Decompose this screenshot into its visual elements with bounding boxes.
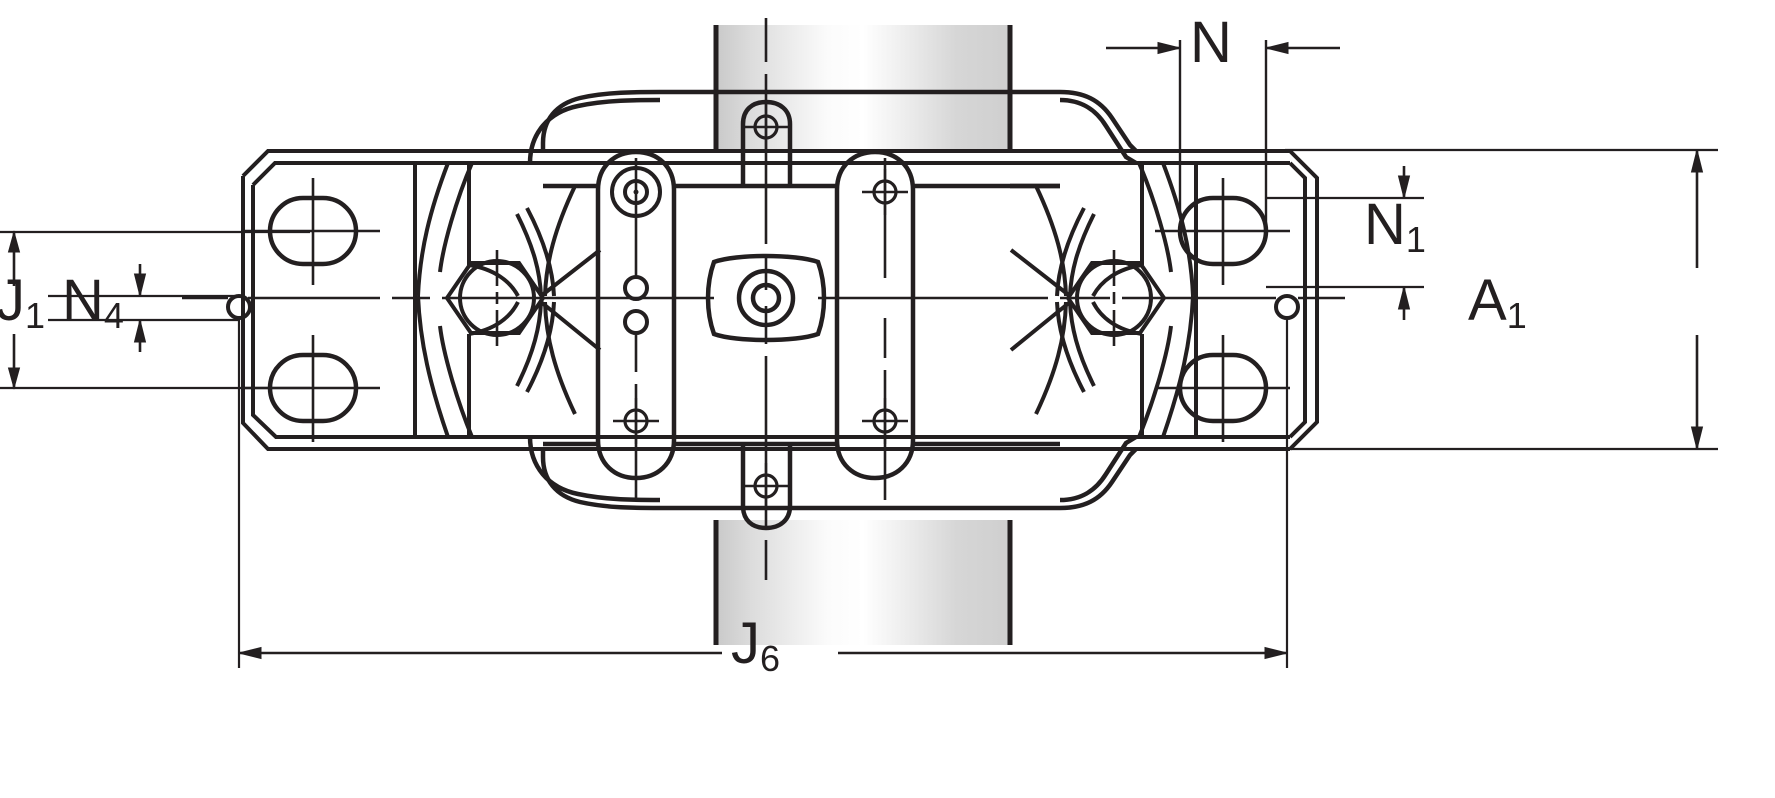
dimension-label-N4-sub: 4 [103, 294, 124, 336]
dimension-label-J6-base: J [731, 611, 760, 676]
small-hole-cap-upper [623, 275, 649, 301]
dimension-label-A1: A1 [1468, 272, 1527, 334]
dimension-label-J1-base: J [0, 268, 25, 333]
dimension-J6 [237, 318, 1289, 668]
dimension-label-N1-base: N [1364, 192, 1406, 257]
dimension-label-A1-base: A [1468, 268, 1507, 333]
dimension-label-N-base: N [1190, 10, 1232, 75]
dimension-label-N1-sub: 1 [1405, 218, 1426, 260]
dimension-N4 [48, 264, 238, 352]
dimension-label-N: N [1190, 14, 1232, 76]
small-hole-cap-lower [623, 309, 649, 335]
dowel-hole-right [1274, 294, 1300, 320]
dimension-label-N1: N1 [1364, 196, 1426, 258]
dowel-hole-left [226, 294, 252, 320]
base-plate [241, 149, 1319, 451]
dimension-J1 [0, 230, 310, 390]
cast-contours [413, 162, 1198, 438]
housing-body [527, 89, 1138, 511]
dimension-A1 [1285, 148, 1718, 451]
dimension-label-J1-sub: 1 [25, 294, 46, 336]
dimension-label-J6: J6 [731, 615, 780, 677]
dimension-label-J6-sub: 6 [760, 637, 781, 679]
dimension-label-N4-base: N [62, 268, 104, 333]
dimension-label-A1-sub: 1 [1506, 294, 1527, 336]
seal-holder-plate-right [834, 149, 916, 481]
dimension-label-J1: J1 [0, 272, 45, 334]
dimension-N1 [1266, 166, 1424, 320]
dimension-label-N4: N4 [62, 272, 124, 334]
dimension-N [1106, 40, 1340, 232]
cap-edges [543, 183, 1060, 447]
